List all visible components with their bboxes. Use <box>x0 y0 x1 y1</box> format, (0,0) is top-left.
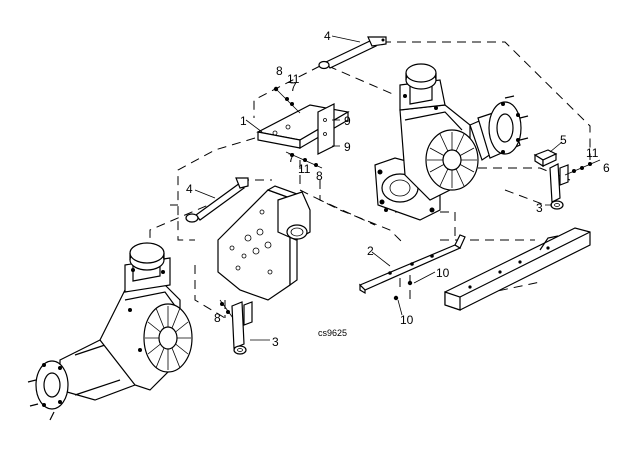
callout-9-a: 9 <box>344 114 351 128</box>
callout-11-mid: 11 <box>298 162 311 176</box>
callout-1: 1 <box>240 114 247 128</box>
callout-2: 2 <box>367 244 374 258</box>
flat-bracket <box>358 234 466 301</box>
hardware-upper <box>273 86 323 169</box>
spacer-block <box>533 149 558 168</box>
upper-bracket <box>256 103 350 155</box>
callout-8-upper: 8 <box>276 64 283 78</box>
callout-11-upper: 11 <box>287 72 300 86</box>
callout-3-right: 3 <box>536 201 543 215</box>
callout-4-top: 4 <box>324 29 331 43</box>
lower-bracket-right <box>549 163 569 210</box>
callout-5: 5 <box>560 133 567 147</box>
callout-8-lower: 8 <box>214 311 221 325</box>
rod-left <box>185 177 249 223</box>
hardware-right <box>564 159 601 176</box>
callout-7-mid: 7 <box>288 151 295 165</box>
center-mount-plate <box>217 185 311 301</box>
callout-6: 6 <box>603 161 610 175</box>
callout-4-left: 4 <box>186 182 193 196</box>
callout-10-b: 10 <box>400 313 414 327</box>
leader-lines <box>194 35 563 341</box>
callout-labels: 1 2 3 3 4 4 5 6 7 7 8 8 8 9 9 10 10 11 1… <box>186 29 610 349</box>
drawing-code: cs9625 <box>318 328 347 338</box>
angle-rail <box>444 227 591 311</box>
callout-7-upper: 7 <box>290 80 297 94</box>
callout-3-left: 3 <box>272 335 279 349</box>
rod-top <box>318 36 387 70</box>
callout-11-right: 11 <box>586 146 599 160</box>
callout-8-mid: 8 <box>316 169 323 183</box>
assembly-lines <box>149 41 591 319</box>
transmission-right <box>374 63 529 221</box>
callout-10-a: 10 <box>436 266 450 280</box>
lower-bracket-left <box>231 301 253 355</box>
transmission-left <box>27 242 193 421</box>
callout-9-b: 9 <box>344 140 351 154</box>
